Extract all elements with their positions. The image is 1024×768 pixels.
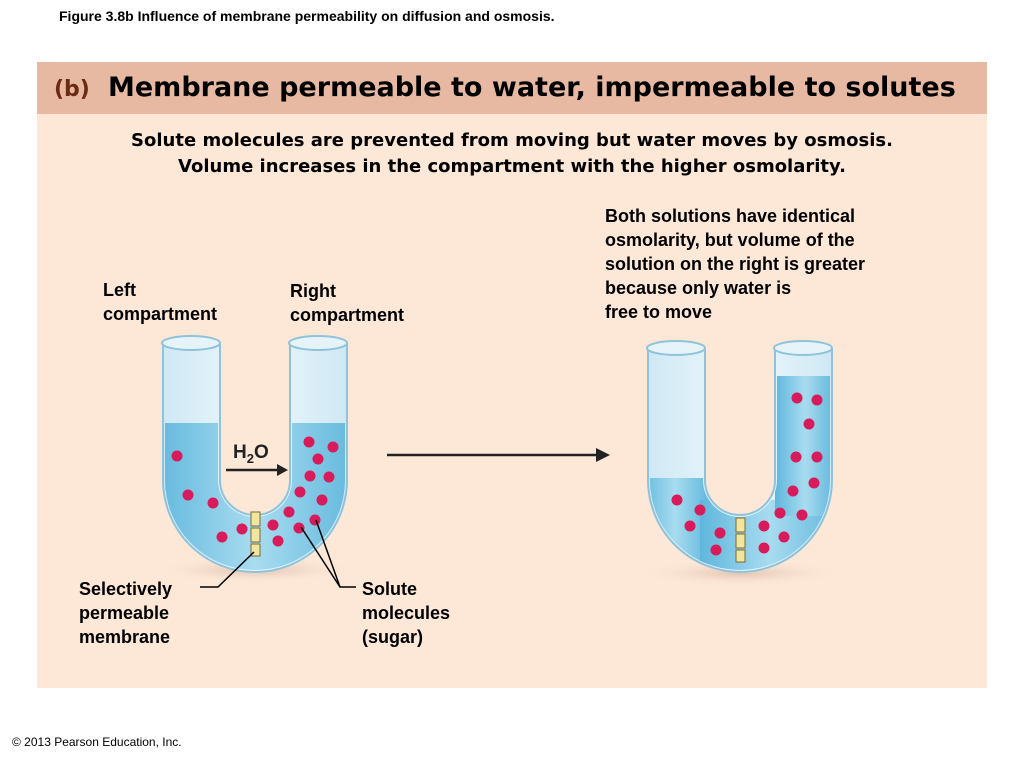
right-compartment-label-line: Right [290, 281, 336, 301]
solute-molecule [808, 477, 820, 489]
solute-molecules-after [671, 392, 823, 556]
solute-molecule [272, 535, 284, 547]
panel-title: Membrane permeable to water, impermeable… [108, 72, 956, 103]
solute-label-line: Solute [362, 579, 418, 599]
solute-molecule [304, 470, 316, 482]
left-compartment-label-line: Left [103, 280, 136, 300]
solute-leader-line-2 [315, 519, 341, 588]
water-flow-arrow-head [277, 464, 288, 476]
left-compartment-label-line: compartment [103, 304, 218, 324]
selectively-permeable-membrane [250, 511, 261, 557]
solute-molecule [791, 392, 803, 404]
membrane-label-line: permeable [79, 603, 170, 623]
panel-subtitle: Solute molecules are prevented from movi… [37, 128, 987, 180]
solute-molecule [303, 436, 315, 448]
panel-label: (b) [54, 77, 90, 102]
copyright-notice: © 2013 Pearson Education, Inc. [12, 735, 182, 749]
solute-molecule [171, 450, 183, 462]
solute-molecule [811, 451, 823, 463]
solute-molecule [710, 544, 722, 556]
u-tube-before: H2O [145, 335, 365, 584]
solute-molecule [671, 494, 683, 506]
figure-caption: Figure 3.8b Influence of membrane permea… [59, 8, 555, 24]
panel-header-band [37, 62, 987, 114]
solute-molecules-before [171, 436, 339, 547]
solute-label-line: molecules [362, 603, 451, 623]
solute-molecule [796, 509, 808, 521]
tube-rim-right [288, 335, 348, 351]
right-compartment-label: Right compartment [290, 279, 404, 327]
result-note-line: solution on the right is greater [605, 254, 866, 274]
solute-molecule [267, 519, 279, 531]
solute-molecule [684, 520, 696, 532]
solute-molecule [323, 471, 335, 483]
water-label: H2O [233, 442, 269, 466]
solute-molecule [236, 523, 248, 535]
solute-molecule [207, 497, 219, 509]
solute-molecule [182, 489, 194, 501]
result-note-line: free to move [605, 302, 713, 322]
tube-shadow [630, 559, 850, 587]
water-fill-right-arm [775, 376, 830, 516]
tube-rim-left [161, 335, 221, 351]
result-note-line: Both solutions have identical [605, 206, 856, 226]
solute-molecule [787, 485, 799, 497]
water-flow-indicator: H2O [226, 442, 288, 476]
solute-molecule [309, 514, 321, 526]
solute-molecule [293, 522, 305, 534]
left-compartment-label: Left compartment [103, 278, 217, 326]
solute-molecule [327, 441, 339, 453]
membrane-leader-line [200, 551, 255, 588]
solute-molecule [811, 394, 823, 406]
solute-label-line: (sugar) [362, 627, 424, 647]
solute-molecule [774, 507, 786, 519]
solute-molecule [694, 504, 706, 516]
tube-rim-left [646, 340, 706, 356]
solute-molecule [294, 486, 306, 498]
solute-molecule [778, 531, 790, 543]
solute-molecule [758, 520, 770, 532]
solute-molecule [316, 494, 328, 506]
solute-molecule [790, 451, 802, 463]
leader-lines [200, 519, 356, 588]
membrane-label: Selectively permeable membrane [79, 577, 172, 649]
membrane-label-line: Selectively [79, 579, 173, 599]
solute-molecule [312, 453, 324, 465]
subtitle-line-2: Volume increases in the compartment with… [178, 156, 846, 177]
solute-label: Solute molecules (sugar) [362, 577, 450, 649]
result-note-line: osmolarity, but volume of the [605, 230, 855, 250]
result-note-line: because only water is [605, 278, 792, 298]
solute-molecule [283, 506, 295, 518]
subtitle-line-1: Solute molecules are prevented from movi… [131, 130, 893, 151]
tube-rim-right [773, 340, 833, 356]
solute-molecule [758, 542, 770, 554]
result-note: Both solutions have identical osmolarity… [605, 204, 865, 324]
transition-arrow [387, 448, 610, 462]
solute-molecule [714, 527, 726, 539]
u-tube-after [630, 340, 850, 587]
solute-molecule [803, 418, 815, 430]
solute-molecule [216, 531, 228, 543]
selectively-permeable-membrane [735, 517, 746, 563]
membrane-label-line: membrane [79, 627, 171, 647]
right-compartment-label-line: compartment [290, 305, 405, 325]
